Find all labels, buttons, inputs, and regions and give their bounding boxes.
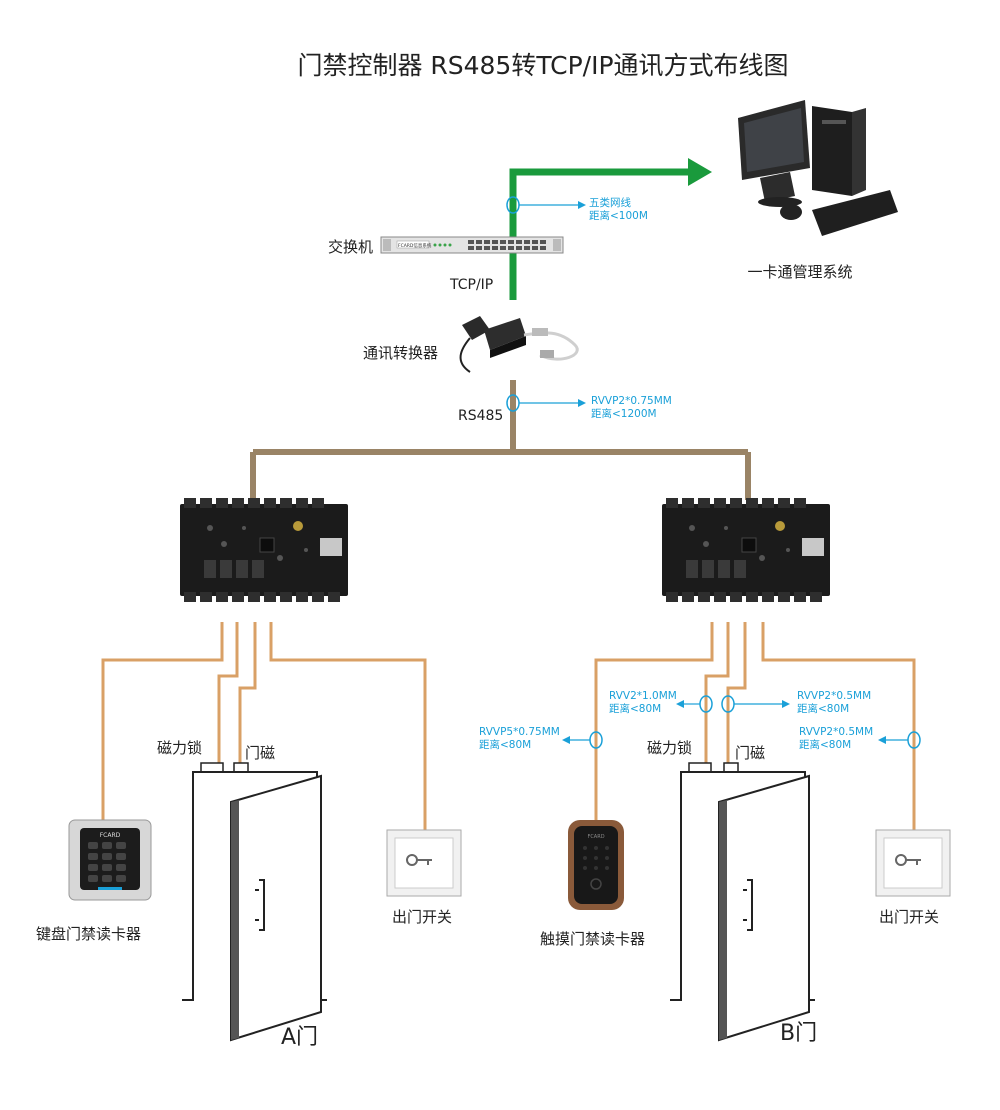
cat5-annotation xyxy=(506,196,586,214)
converter-device-icon xyxy=(459,316,579,373)
controller-board-a-icon xyxy=(180,498,348,602)
door-b-icon xyxy=(670,762,815,1042)
converter-label: 通讯转换器 xyxy=(363,344,438,362)
b-sensor-cable-distance: 距离<80M xyxy=(797,702,849,715)
cat5-cable-type: 五类网线 xyxy=(589,196,631,209)
rs485-bus-line xyxy=(250,380,751,500)
switch-panel-text: FCARD信息系统 xyxy=(398,242,432,249)
touch-reader-brand: FCARD xyxy=(587,834,604,840)
exit-switch-b-label: 出门开关 xyxy=(879,908,939,926)
door-b-name: B门 xyxy=(780,1021,817,1046)
rs485-cable-distance: 距离<1200M xyxy=(591,407,657,420)
b-exit-annotation xyxy=(878,731,921,749)
exit-switch-a-label: 出门开关 xyxy=(392,908,452,926)
tcpip-label: TCP/IP xyxy=(449,277,493,293)
keypad-reader-label: 键盘门禁读卡器 xyxy=(36,925,141,943)
pc-computer-icon xyxy=(738,100,898,236)
b-exit-cable-distance: 距离<80M xyxy=(799,738,851,751)
keypad-reader-brand: FCARD xyxy=(100,832,121,839)
b-reader-cable-type: RVVP5*0.75MM xyxy=(479,726,560,738)
network-switch-icon xyxy=(380,236,564,254)
door-a-name: A门 xyxy=(281,1025,318,1050)
door-b-lock-label: 磁力锁 xyxy=(647,739,692,757)
controller-board-b-icon xyxy=(662,498,830,602)
touch-reader-icon xyxy=(568,820,624,910)
b-lock-cable-type: RVV2*1.0MM xyxy=(609,690,677,702)
touch-reader-label: 触摸门禁读卡器 xyxy=(540,930,645,948)
b-lock-cable-distance: 距离<80M xyxy=(609,702,661,715)
door-a-icon xyxy=(182,762,327,1042)
door-b-sensor-label: 门磁 xyxy=(735,744,765,762)
b-sensor-annotation xyxy=(721,695,790,713)
pc-label: 一卡通管理系统 xyxy=(747,263,852,281)
diagram-title: 门禁控制器 RS485转TCP/IP通讯方式布线图 xyxy=(297,51,788,80)
b-exit-cable-type: RVVP2*0.5MM xyxy=(799,726,873,738)
rs485-cable-type: RVVP2*0.75MM xyxy=(591,395,672,407)
exit-switch-a-icon xyxy=(386,829,462,897)
switch-label: 交换机 xyxy=(328,238,373,256)
exit-switch-b-icon xyxy=(875,829,951,897)
door-b-wiring xyxy=(594,622,916,830)
cat5-cable-distance: 距离<100M xyxy=(589,209,648,222)
tcpip-network-line xyxy=(509,158,712,300)
b-sensor-cable-type: RVVP2*0.5MM xyxy=(797,690,871,702)
b-lock-annotation xyxy=(676,695,713,713)
door-a-wiring xyxy=(101,622,427,830)
b-reader-annotation xyxy=(562,731,603,749)
b-reader-cable-distance: 距离<80M xyxy=(479,738,531,751)
rs485-label: RS485 xyxy=(458,408,503,424)
keypad-reader-icon xyxy=(68,819,152,901)
door-a-lock-label: 磁力锁 xyxy=(157,739,202,757)
door-a-sensor-label: 门磁 xyxy=(245,744,275,762)
rs485-annotation xyxy=(506,394,586,412)
